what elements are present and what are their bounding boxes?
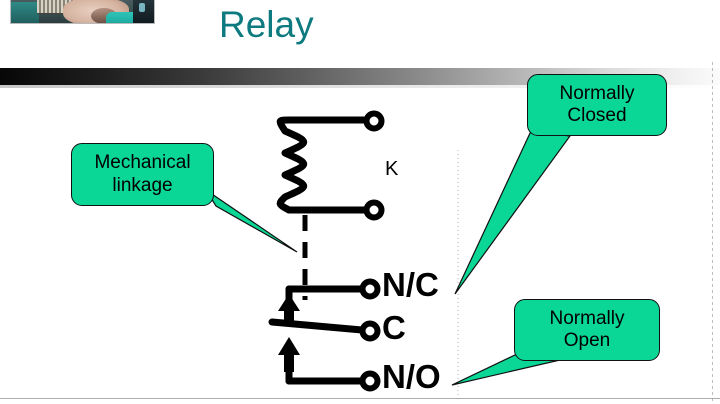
callout-normally-closed: Normally Closed (527, 74, 667, 136)
armature-arrow-up (278, 337, 300, 372)
label-normally-open: N/O (382, 358, 441, 395)
callout-line-1: Normally (559, 82, 635, 104)
callout-line-1: Mechanical (94, 152, 191, 174)
page-title: Relay (219, 4, 314, 45)
divider-drop-shadow (0, 85, 720, 88)
armature-arrow-down (278, 294, 300, 324)
webcam-presenter-shirt (106, 12, 142, 23)
terminal-normally-closed (359, 278, 381, 300)
terminal-normally-open (359, 370, 381, 392)
coil-terminal-top (363, 110, 385, 132)
webcam-highlight (139, 3, 145, 12)
label-normally-closed: N/C (382, 266, 439, 303)
coil-terminal-bottom (363, 199, 385, 221)
callout-line-2: Open (563, 330, 611, 351)
callout-line-2: Closed (567, 105, 627, 126)
callout-tail-normally-closed (454, 130, 572, 295)
callout-line-2: linkage (112, 174, 173, 196)
relay-coil (276, 116, 369, 214)
callout-mechanical-linkage: Mechanical linkage (71, 143, 214, 206)
presenter-webcam-thumbnail[interactable] (10, 0, 155, 24)
coil-designator-label: K (385, 158, 399, 180)
callout-line-1: Normally (549, 307, 625, 329)
label-common: C (382, 309, 406, 346)
terminal-common (359, 320, 381, 342)
page-bottom-rule (0, 398, 720, 399)
webcam-furniture (11, 2, 39, 23)
callout-normally-open: Normally Open (514, 299, 660, 361)
page-right-rule (712, 62, 713, 402)
